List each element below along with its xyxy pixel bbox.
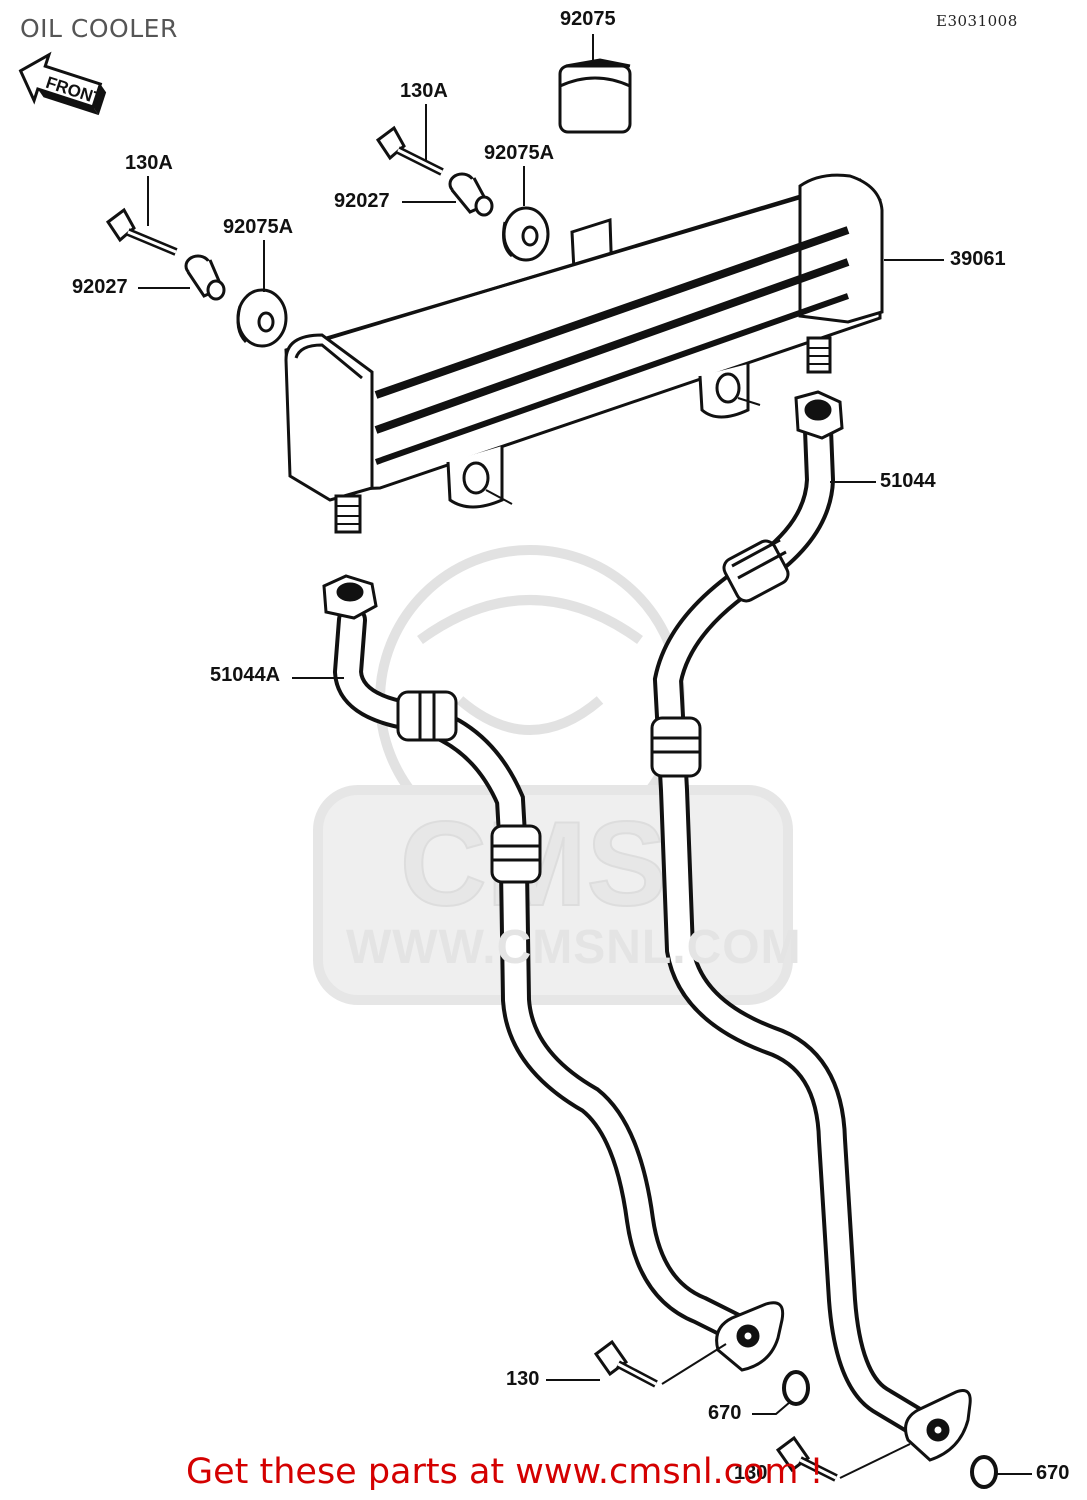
part-label-130-bottom[interactable]: 130 xyxy=(734,1462,768,1484)
part-label-92027-left[interactable]: 92027 xyxy=(72,276,128,298)
part-label-670-mid[interactable]: 670 xyxy=(708,1402,742,1424)
hose-51044-icon xyxy=(650,390,972,1462)
leader-lines xyxy=(138,34,1032,1479)
part-label-130a-left[interactable]: 130A xyxy=(125,152,173,174)
diagram-code: E3031008 xyxy=(936,12,1018,30)
part-label-92027-top[interactable]: 92027 xyxy=(334,190,390,212)
watermark-url-text: WWW.CMSNL.COM xyxy=(346,921,802,974)
part-label-130a-top[interactable]: 130A xyxy=(400,80,448,102)
bolt-130a-top-icon xyxy=(375,125,444,176)
front-arrow-icon: FRONT xyxy=(18,51,107,116)
bolt-130-bottom-icon xyxy=(775,1435,838,1482)
part-label-130-lower[interactable]: 130 xyxy=(506,1368,540,1390)
grommet-92075a-left-icon xyxy=(236,288,288,348)
oil-cooler-body-icon xyxy=(284,173,884,534)
part-label-92075[interactable]: 92075 xyxy=(560,8,616,30)
collar-92027-left-icon xyxy=(184,254,226,301)
grommet-92075a-top-icon xyxy=(502,206,550,262)
part-label-92075a-top[interactable]: 92075A xyxy=(484,142,555,164)
footer-link-text[interactable]: Get these parts at www.cmsnl.com ! xyxy=(186,1452,824,1492)
watermark-cms-text: CMS xyxy=(400,797,667,931)
oring-670-mid-icon xyxy=(782,1370,810,1406)
page-title: OIL COOLER xyxy=(20,14,178,43)
bolt-130-lower-icon xyxy=(593,1339,658,1388)
oring-670-bottom-icon xyxy=(970,1455,998,1489)
cap-92075-icon xyxy=(558,58,632,134)
part-label-670-bottom[interactable]: 670 xyxy=(1036,1462,1070,1484)
part-label-92075a-left[interactable]: 92075A xyxy=(223,216,294,238)
part-label-39061[interactable]: 39061 xyxy=(950,248,1006,270)
part-label-51044a[interactable]: 51044A xyxy=(210,664,281,686)
bolt-130a-left-icon xyxy=(105,207,178,256)
part-label-51044[interactable]: 51044 xyxy=(880,470,936,492)
hose-51044a-icon xyxy=(322,574,785,1372)
collar-92027-top-icon xyxy=(448,172,494,217)
